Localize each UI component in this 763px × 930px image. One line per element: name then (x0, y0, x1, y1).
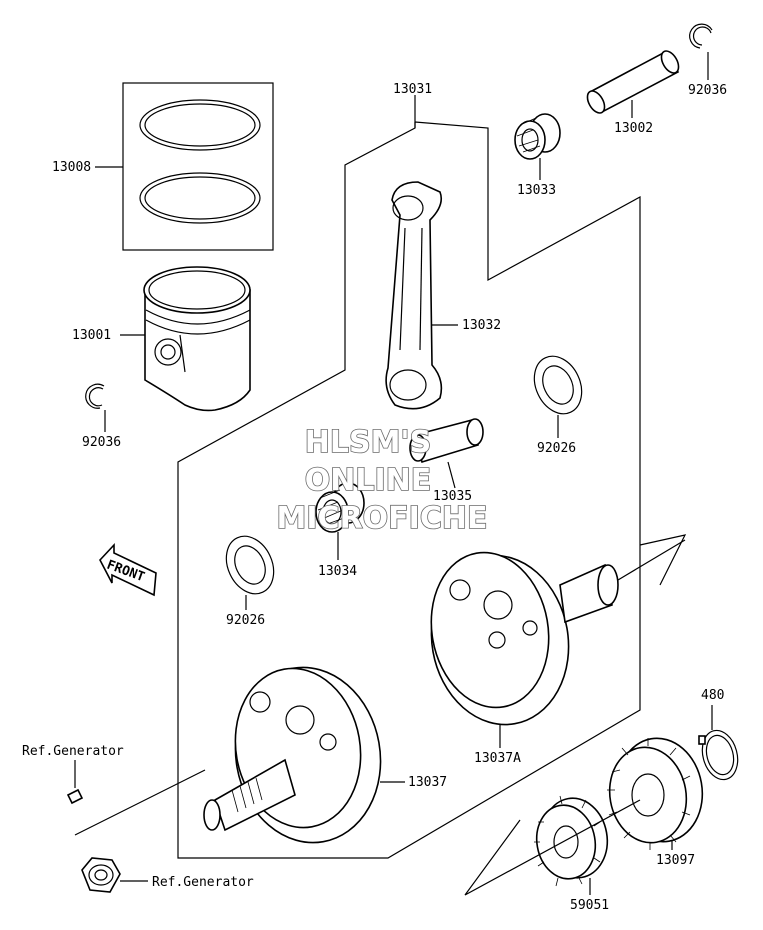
assembly-outline (177, 121, 641, 859)
label-13002: 13002 (614, 121, 653, 136)
primary-gear-large (607, 737, 704, 850)
crankshaft-right (430, 539, 686, 726)
crankshaft-left (74, 666, 382, 844)
label-13097: 13097 (656, 853, 695, 868)
label-13031: 13031 (393, 82, 432, 97)
label-13037A: 13037A (474, 751, 521, 766)
leader-13035 (447, 461, 456, 489)
watermark-line-3: MICROFICHE (277, 501, 488, 536)
ring-set-box (122, 82, 274, 251)
thrust-washer-left (225, 535, 275, 595)
crank-pin (409, 418, 484, 464)
piston-ring-lower (139, 172, 261, 224)
label-480: 480 (701, 688, 724, 703)
label-92026-right: 92026 (537, 441, 576, 456)
snap-ring (698, 729, 739, 781)
circlip-left (85, 383, 105, 409)
needle-bearing-big (315, 482, 365, 533)
connecting-rod (385, 181, 443, 410)
label-92026-left: 92026 (226, 613, 265, 628)
watermark-line-1: HLSM'S (305, 425, 431, 460)
circlip-right (689, 23, 713, 49)
label-13033: 13033 (517, 183, 556, 198)
label-13037: 13037 (408, 775, 447, 790)
primary-gear-small (534, 795, 609, 887)
piston (143, 266, 251, 412)
needle-bearing-small (514, 113, 561, 160)
label-59051: 59051 (570, 898, 609, 913)
piston-ring-upper (139, 99, 261, 151)
front-direction-arrow: FRONT (99, 542, 157, 597)
label-92036-right: 92036 (688, 83, 727, 98)
flange-nut (81, 857, 121, 893)
thrust-washer-right (533, 355, 583, 415)
label-ref-generator-key: Ref.Generator (22, 744, 124, 759)
label-ref-generator-nut: Ref.Generator (152, 875, 254, 890)
label-13032: 13032 (462, 318, 501, 333)
woodruff-key (66, 788, 84, 805)
label-13035: 13035 (433, 489, 472, 504)
piston-pin (586, 50, 680, 114)
label-92036-left: 92036 (82, 435, 121, 450)
label-13034: 13034 (318, 564, 357, 579)
label-13001: 13001 (72, 328, 111, 343)
watermark-line-2: ONLINE (305, 463, 432, 498)
label-13008: 13008 (52, 160, 91, 175)
